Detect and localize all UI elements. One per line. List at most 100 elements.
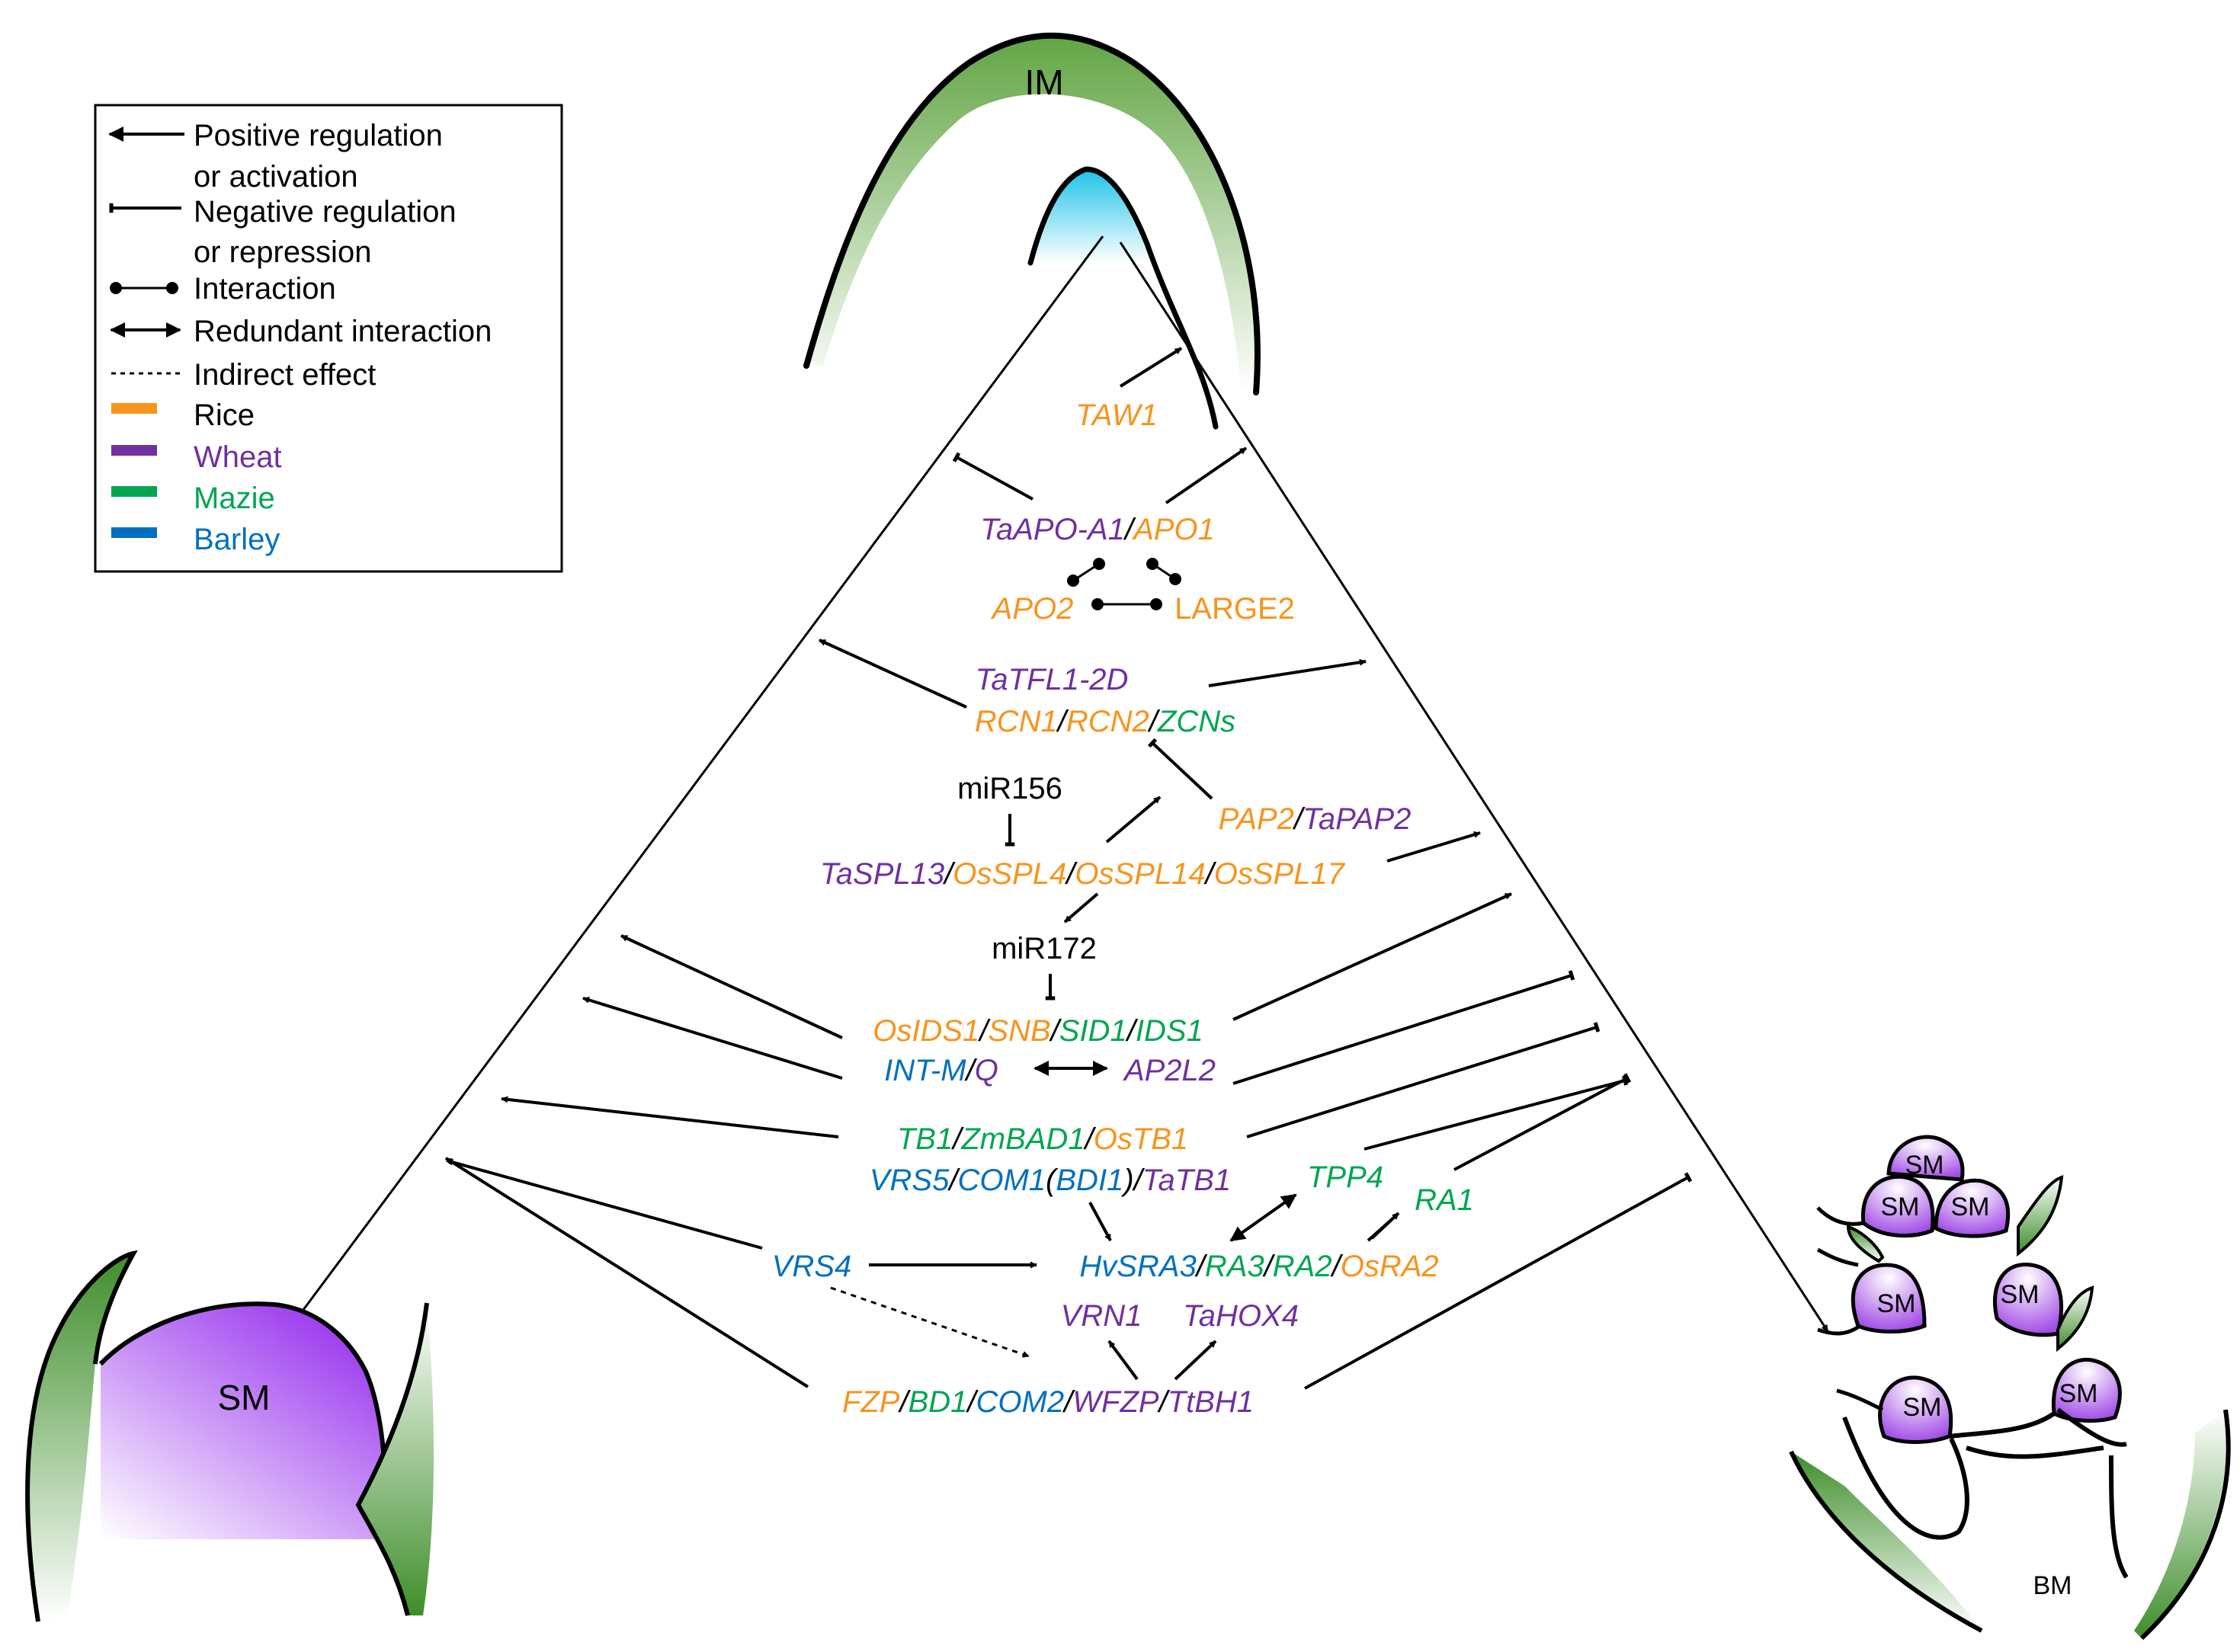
gene-sra3-group: HvSRA3/RA3/RA2/OsRA2	[1079, 1250, 1438, 1283]
gene-spl-group: TaSPL13/OsSPL4/OsSPL14/OsSPL17	[820, 857, 1346, 891]
vrs4-indirect-dashed	[830, 1286, 1030, 1358]
branch-meristem-illustration: SM SM SM SM SM SM SM BM	[1789, 1135, 2231, 1641]
gene-taw1: TAW1	[1075, 399, 1157, 432]
fzp-to-tahox4-arrow	[1174, 1340, 1217, 1381]
intm-repress-right-bar	[1232, 970, 1575, 1085]
right-edge-arrow	[1119, 242, 1829, 1332]
gene-large2: LARGE2	[1174, 592, 1295, 626]
gene-ap2l2: AP2L2	[1123, 1054, 1216, 1087]
tfl-to-left-arrow	[819, 639, 967, 709]
legend-positive-label-line2: or activation	[194, 160, 358, 194]
bract-left-2	[1817, 1324, 1861, 1336]
legend-indirect-label: Indirect effect	[194, 358, 376, 392]
spikelet-dome-left-upper	[1860, 1174, 1935, 1238]
gene-vrn1: VRN1	[1061, 1299, 1142, 1333]
bract-green-mid	[2056, 1285, 2094, 1353]
legend-negative-label-line2: or repression	[194, 235, 371, 269]
spikelet-dome-top	[1886, 1135, 1965, 1182]
gene-labels: TAW1 TaAPO-A1/APO1 APO2 LARGE2 TaTFL1-2D…	[772, 399, 1474, 1419]
bm-branch-outline	[1842, 1407, 2129, 1579]
fzp-repress-right-bar	[1304, 1172, 1693, 1390]
tfl-to-right-arrow	[1208, 658, 1367, 687]
spl-to-mir172-arrow	[1063, 892, 1099, 924]
bm-bottom-right-leaf	[2134, 1410, 2227, 1638]
ids1-to-right-arrow	[1232, 892, 1512, 1021]
vrs4-to-left-arrow	[446, 1158, 763, 1250]
gene-vrs5-group: VRS5/COM1(BDI1)/TaTB1	[870, 1164, 1231, 1197]
ra1-repress-right-bar	[1453, 1073, 1632, 1171]
apo-interaction-link-1	[1067, 558, 1105, 587]
spl-to-rcn-arrow	[1105, 796, 1162, 844]
maize-color-swatch	[111, 486, 157, 497]
spikelet-dome-right-low	[2051, 1357, 2122, 1423]
regulatory-edges	[444, 347, 1693, 1390]
bm-spikelet-label-right-low: SM	[2059, 1379, 2098, 1408]
sm-label: SM	[218, 1378, 271, 1417]
vrs5-to-hvsra3-arrow	[1088, 1202, 1112, 1241]
wheat-color-swatch	[111, 445, 157, 456]
gene-apo2: APO2	[991, 592, 1074, 626]
intm-to-left-arrow	[582, 997, 843, 1080]
gene-mir172: miR172	[992, 932, 1097, 965]
legend-border	[94, 104, 563, 573]
bract-green-upper	[2017, 1175, 2064, 1257]
bm-spikelets	[1851, 1135, 2122, 1444]
spl-to-right-arrow	[1386, 831, 1481, 863]
sm-dome	[101, 1304, 385, 1539]
bract-green-left	[1846, 1225, 1885, 1263]
bract-left-3	[1836, 1388, 1884, 1412]
bm-bottom-right-leaf-outline	[2139, 1409, 2231, 1641]
im-label: IM	[1024, 62, 1063, 102]
bm-bottom-left-leaf	[1791, 1452, 1982, 1631]
bm-spikelet-label-left-low: SM	[1903, 1393, 1942, 1422]
bm-spikelet-label-top: SM	[1905, 1151, 1944, 1180]
gene-fzp-group: FZP/BD1/COM2/WFZP/TtBH1	[842, 1385, 1254, 1419]
gene-tpp4: TPP4	[1307, 1161, 1383, 1194]
legend-barley-label: Barley	[194, 523, 280, 556]
legend-maize-label: Mazie	[194, 482, 275, 515]
bm-label: BM	[2033, 1571, 2072, 1600]
legend: Positive regulation or activation Negati…	[94, 104, 563, 573]
gene-ra1: RA1	[1415, 1183, 1474, 1217]
gene-intm-q: INT-M/Q	[884, 1054, 998, 1087]
bm-bottom-left-leaf-outline	[1789, 1450, 1983, 1633]
gene-mir156: miR156	[957, 772, 1062, 805]
gene-tatfl1-2d: TaTFL1-2D	[976, 663, 1129, 696]
apo-interaction-link-2	[1146, 558, 1181, 585]
triangle-edges	[293, 235, 1829, 1332]
inflorescence-meristem-illustration: IM	[803, 32, 1261, 430]
sm-left-leaf-outline	[25, 1250, 138, 1622]
spikelet-meristem-illustration: SM	[25, 1250, 434, 1622]
barley-color-swatch	[111, 527, 157, 538]
gene-vrs4: VRS4	[772, 1250, 852, 1283]
ra2-to-ra1-arrowhead	[1370, 1212, 1400, 1240]
left-edge-arrow	[293, 235, 1104, 1323]
tpp4-repress-right-bar	[1364, 1075, 1629, 1151]
gene-tb1-group: TB1/ZmBAD1/OsTB1	[897, 1122, 1188, 1156]
tb1-to-left-arrow	[501, 1096, 839, 1138]
rice-color-swatch	[111, 403, 157, 414]
legend-rice-label: Rice	[194, 399, 255, 432]
legend-interaction-label: Interaction	[194, 272, 336, 306]
bm-spikelet-label-right-upper: SM	[1951, 1193, 1990, 1221]
spikelet-dome-right-upper	[1934, 1178, 2011, 1238]
apo-to-right-arrow	[1165, 447, 1248, 504]
sm-dome-outline	[98, 1301, 387, 1471]
gene-ids1-group: OsIDS1/SNB/SID1/IDS1	[873, 1014, 1203, 1048]
apo-repress-left-bar	[952, 452, 1033, 501]
bract-top-left	[1816, 1206, 1864, 1226]
bm-spikelet-label-left-mid: SM	[1877, 1289, 1916, 1318]
spikelet-dome-left-mid	[1851, 1263, 1927, 1333]
legend-negative-label: Negative regulation	[194, 195, 457, 229]
taw1-to-im-arrow	[1119, 347, 1183, 388]
ids1-to-left-arrow	[620, 934, 843, 1039]
fzp-to-left-arrow	[444, 1157, 809, 1388]
gene-pap2-tapap2: PAP2/TaPAP2	[1219, 802, 1412, 836]
pap2-repress-rcn-bar	[1147, 738, 1213, 800]
spikelet-dome-right-mid	[1992, 1262, 2064, 1337]
bract-left-1	[1816, 1247, 1859, 1267]
fzp-to-vrn1-arrow	[1107, 1340, 1139, 1381]
gene-rcn1-rcn2-zcns: RCN1/RCN2/ZCNs	[975, 705, 1235, 738]
bm-spikelet-label-right-mid: SM	[2001, 1280, 2040, 1309]
